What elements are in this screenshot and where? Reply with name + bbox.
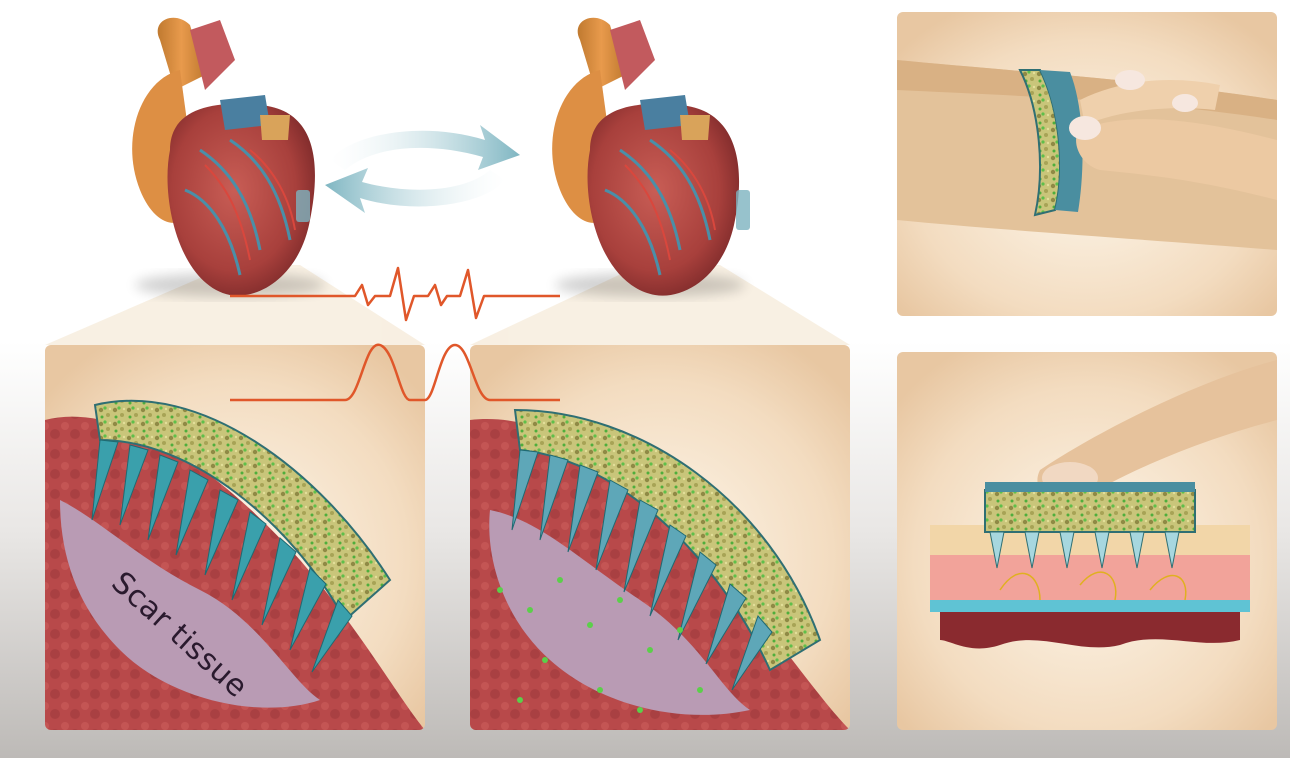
panel-skin <box>897 352 1277 730</box>
heart-right <box>552 18 750 297</box>
heart-left <box>132 18 325 297</box>
cycle-arrows-icon <box>325 125 520 213</box>
panel-wrist <box>897 12 1277 316</box>
panel-scar-after <box>470 345 850 730</box>
